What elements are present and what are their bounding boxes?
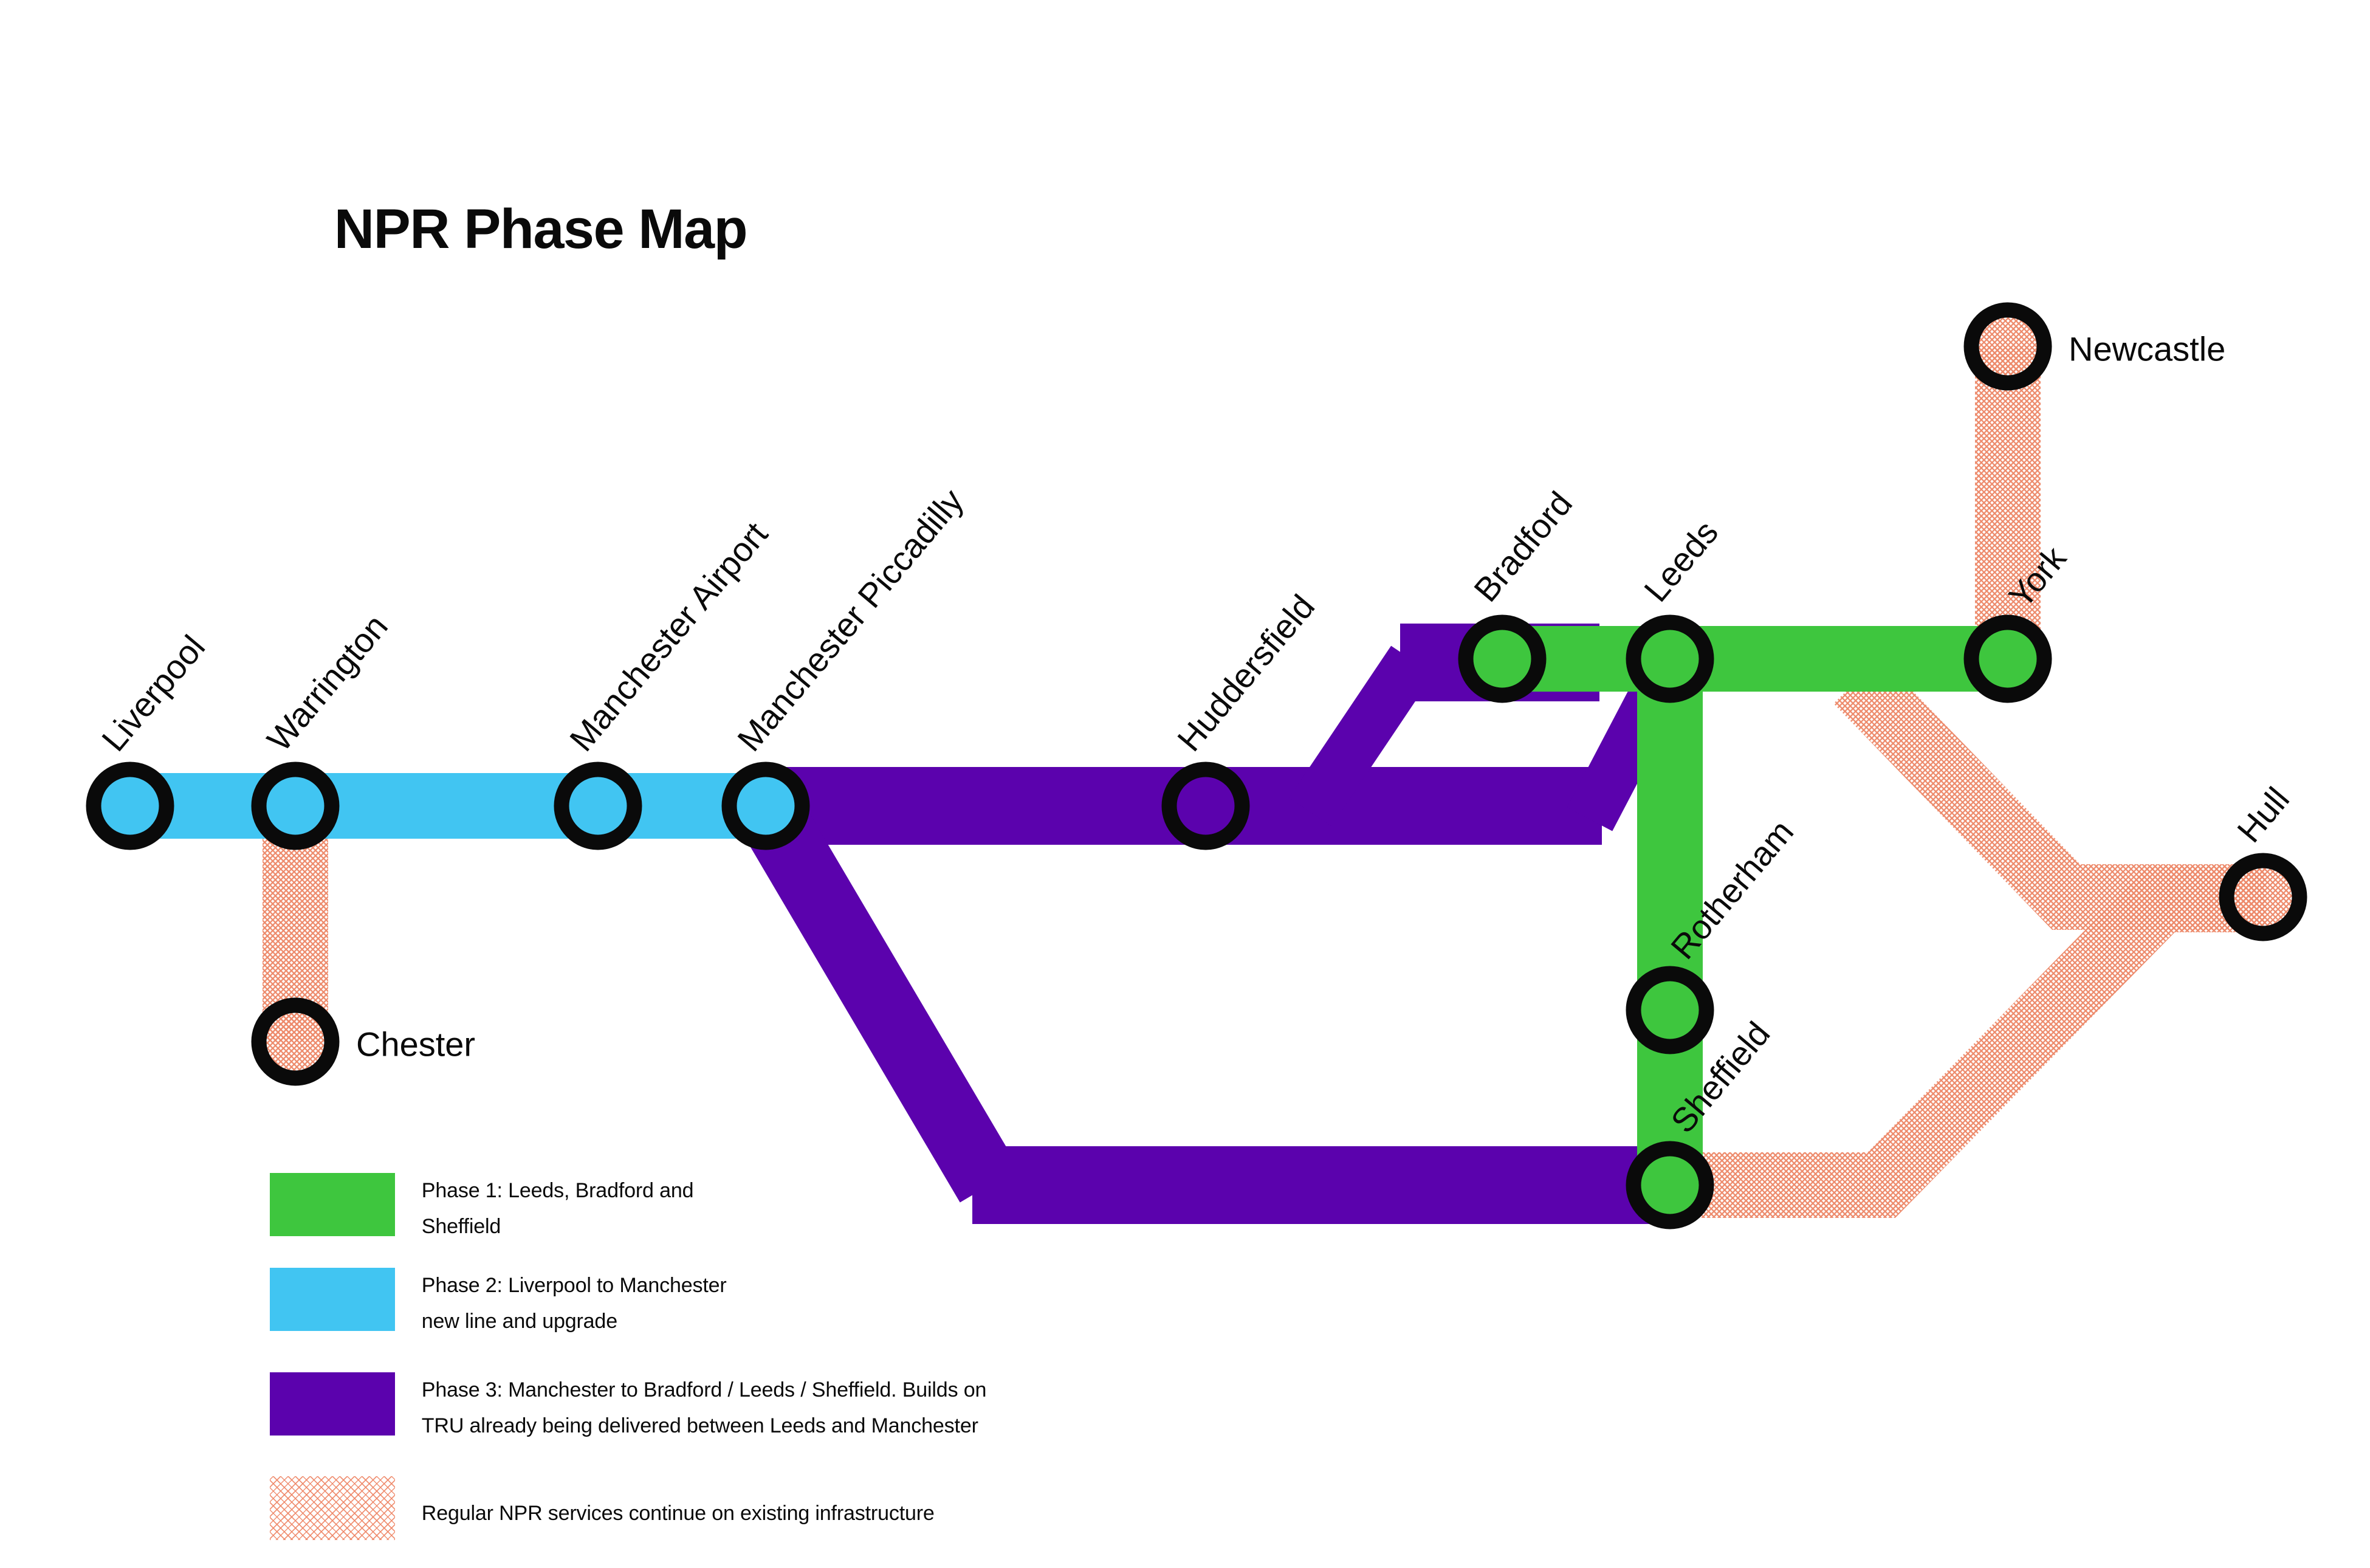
phase3-bradford-diagonal-line: [1289, 645, 1434, 827]
manchester-piccadilly-station-marker: [721, 762, 810, 850]
warrington-station-label: Warrington: [259, 607, 395, 758]
bradford-station-marker: [1458, 614, 1547, 703]
hull-station-marker: [2219, 853, 2307, 941]
phase3-manchester-sheffield-diagonal-line: [736, 788, 1019, 1203]
regular-sheffield-hull-line: [1670, 867, 2265, 1218]
chester-station-marker: [251, 997, 340, 1086]
newcastle-station-marker: [1963, 302, 2052, 391]
york-station-marker: [1963, 614, 2052, 703]
liverpool-station-marker: [86, 762, 174, 850]
huddersfield-station-marker: [1161, 762, 1250, 850]
sheffield-station-marker: [1626, 1141, 1714, 1229]
regular-york-hull-line: [1833, 658, 2265, 930]
rotherham-station-marker: [1626, 966, 1714, 1054]
page-title: NPR Phase Map: [334, 198, 748, 261]
leeds-station-label: Leeds: [1637, 513, 1725, 608]
manchester-piccadilly-station-label: Manchester Piccadilly: [730, 481, 970, 758]
huddersfield-station-label: Huddersfield: [1170, 587, 1322, 758]
liverpool-station-label: Liverpool: [94, 628, 212, 758]
bradford-station-label: Bradford: [1466, 484, 1579, 609]
newcastle-station-label: Newcastle: [2069, 330, 2225, 368]
hull-station-label: Hull: [2230, 780, 2296, 849]
leeds-station-marker: [1626, 614, 1714, 703]
manchester-airport-station-marker: [554, 762, 642, 850]
warrington-station-marker: [251, 762, 340, 850]
chester-station-label: Chester: [356, 1025, 475, 1064]
